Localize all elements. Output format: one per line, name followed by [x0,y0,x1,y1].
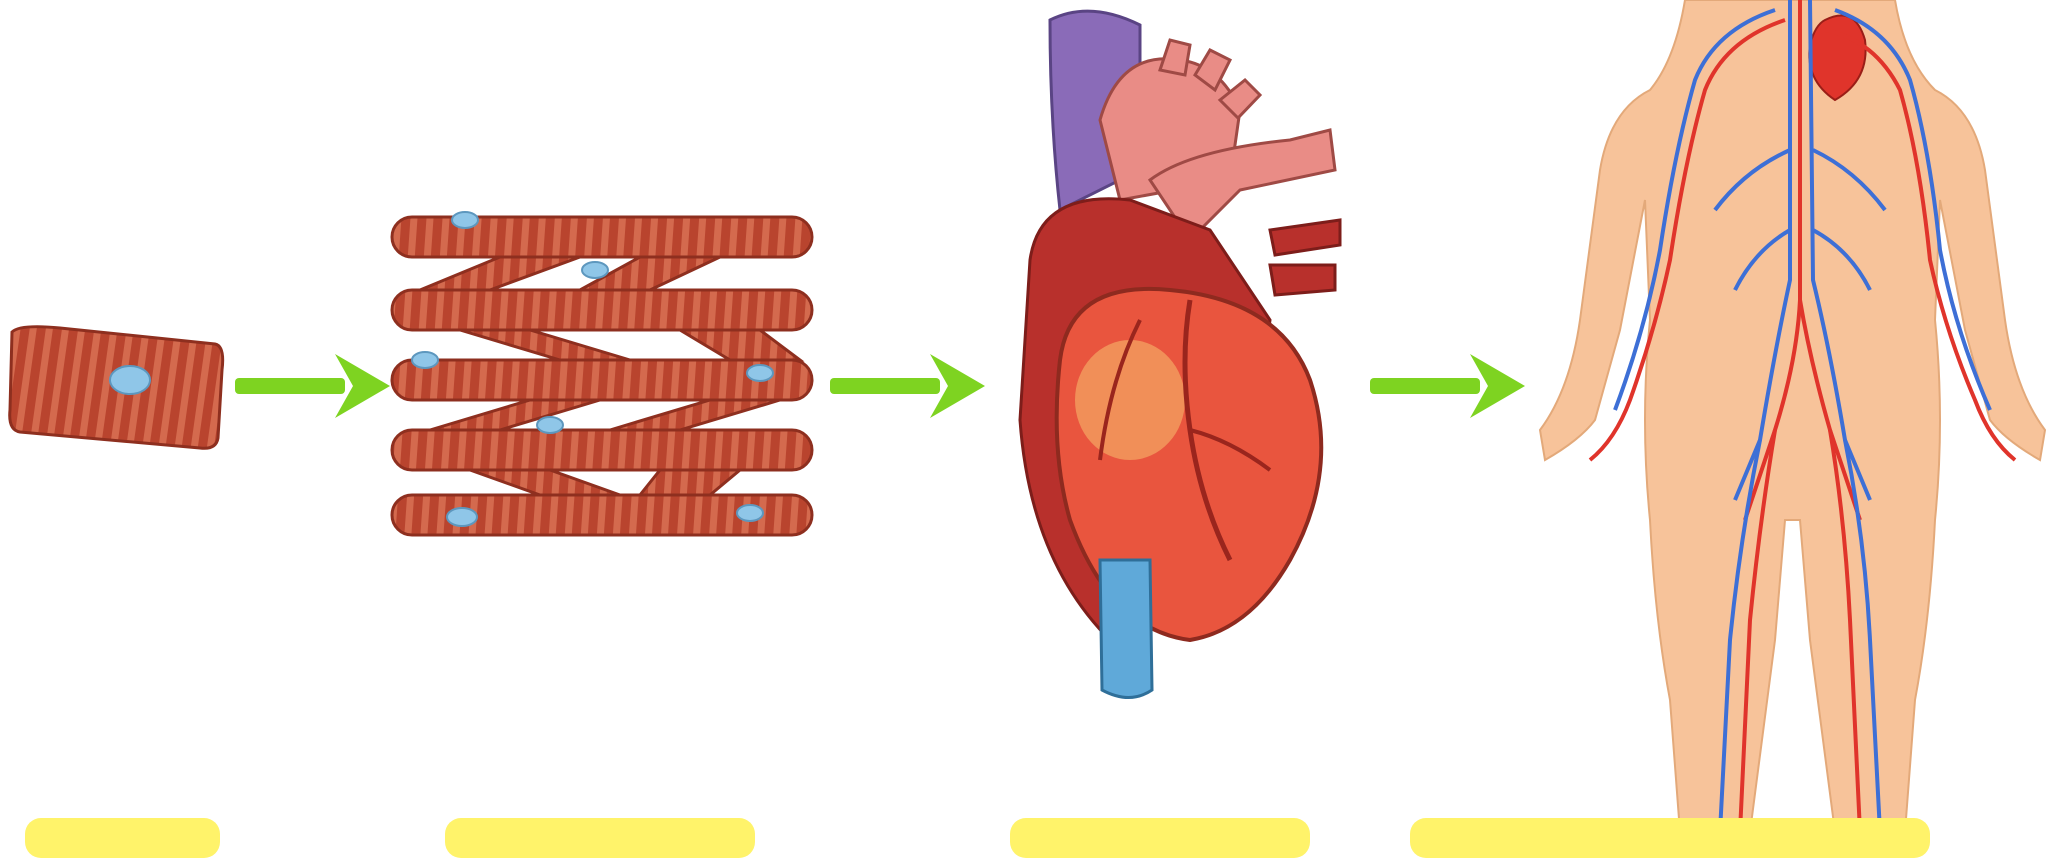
stage-label-organ [1010,818,1310,858]
arrow-icon [235,346,395,426]
stage-label-tissue [445,818,755,858]
arrow-icon [1370,346,1530,426]
circulatory-system-icon [1535,0,2046,832]
muscle-tissue-icon [380,195,830,555]
diagram-canvas [0,0,2046,832]
heart-icon [990,0,1370,720]
stage-label-cell [25,818,220,858]
stage-label-system [1410,818,1930,858]
arrow-icon [830,346,990,426]
muscle-cell-icon [0,310,230,460]
